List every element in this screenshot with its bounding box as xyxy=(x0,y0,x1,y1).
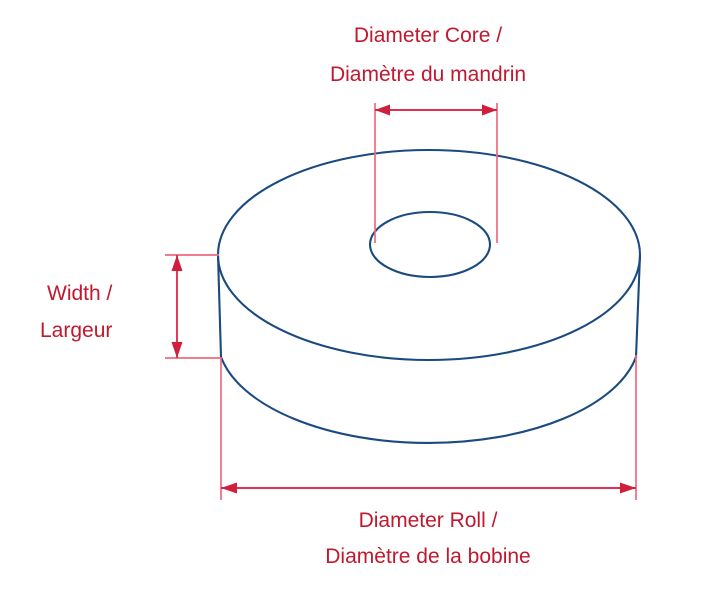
width-arrowhead-bottom xyxy=(171,342,183,358)
roll-diameter-dimension-group xyxy=(220,355,637,500)
width-label: Width / Largeur xyxy=(40,282,113,342)
roll-right-side-wall xyxy=(634,253,642,359)
roll-body-group xyxy=(216,148,642,444)
roll-diameter-label-line1: Diameter Roll / xyxy=(359,509,498,532)
roll-diameter-arrowhead-right xyxy=(620,482,636,494)
width-dimension-group xyxy=(165,254,221,359)
core-diameter-arrowhead-right xyxy=(482,104,497,116)
core-diameter-arrowhead-left xyxy=(375,104,390,116)
core-diameter-label-line2: Diamètre du mandrin xyxy=(330,63,526,86)
roll-diameter-arrowhead-left xyxy=(221,482,237,494)
width-label-line1: Width / xyxy=(47,282,113,305)
roll-top-outer-ellipse xyxy=(216,148,642,362)
width-arrowhead-top xyxy=(171,255,183,271)
core-diameter-label-line1: Diameter Core / xyxy=(354,24,502,47)
roll-diameter-label: Diameter Roll / Diamètre de la bobine xyxy=(325,509,530,568)
core-diameter-label: Diameter Core / Diamètre du mandrin xyxy=(330,24,526,86)
roll-bottom-front-arc xyxy=(219,355,638,444)
roll-diameter-label-line2: Diamètre de la bobine xyxy=(325,545,530,568)
core-diameter-dimension-group xyxy=(374,103,498,243)
roll-left-side-wall xyxy=(216,253,223,359)
width-label-line2: Largeur xyxy=(40,319,112,342)
roll-core-hole-ellipse xyxy=(368,210,492,279)
